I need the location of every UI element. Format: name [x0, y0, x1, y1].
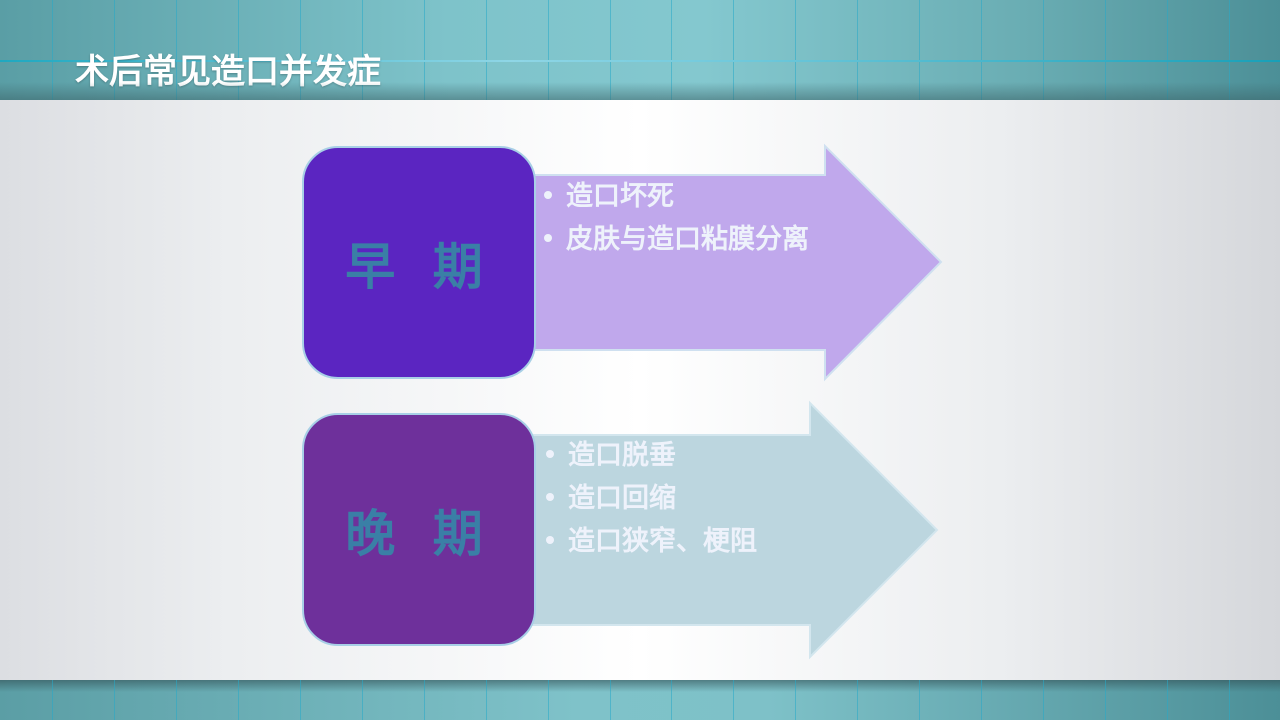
late-stage-arrow [529, 400, 939, 660]
bullet-icon [546, 492, 554, 501]
early-stage-arrow [529, 143, 943, 382]
header-accent-line [0, 60, 1280, 62]
bullet-icon [544, 190, 552, 199]
bullet-icon [544, 233, 552, 242]
late-complications-list: 造口脱垂 造口回缩 造口狭窄、梗阻 [546, 434, 757, 563]
slide-header: 术后常见造口并发症 [0, 0, 1280, 100]
bullet-icon [546, 535, 554, 544]
list-item: 皮肤与造口粘膜分离 [544, 218, 809, 261]
late-stage-box: 晚 期 [302, 413, 536, 646]
late-stage-label: 晚 期 [345, 504, 493, 563]
early-complications-list: 造口坏死 皮肤与造口粘膜分离 [544, 175, 809, 261]
early-stage-box: 早 期 [302, 146, 536, 379]
list-item: 造口坏死 [544, 175, 809, 218]
list-item: 造口狭窄、梗阻 [546, 520, 757, 563]
list-item: 造口脱垂 [546, 434, 757, 477]
slide-footer [0, 680, 1280, 720]
list-item: 造口回缩 [546, 477, 757, 520]
bullet-icon [546, 449, 554, 458]
early-stage-label: 早 期 [345, 237, 493, 296]
